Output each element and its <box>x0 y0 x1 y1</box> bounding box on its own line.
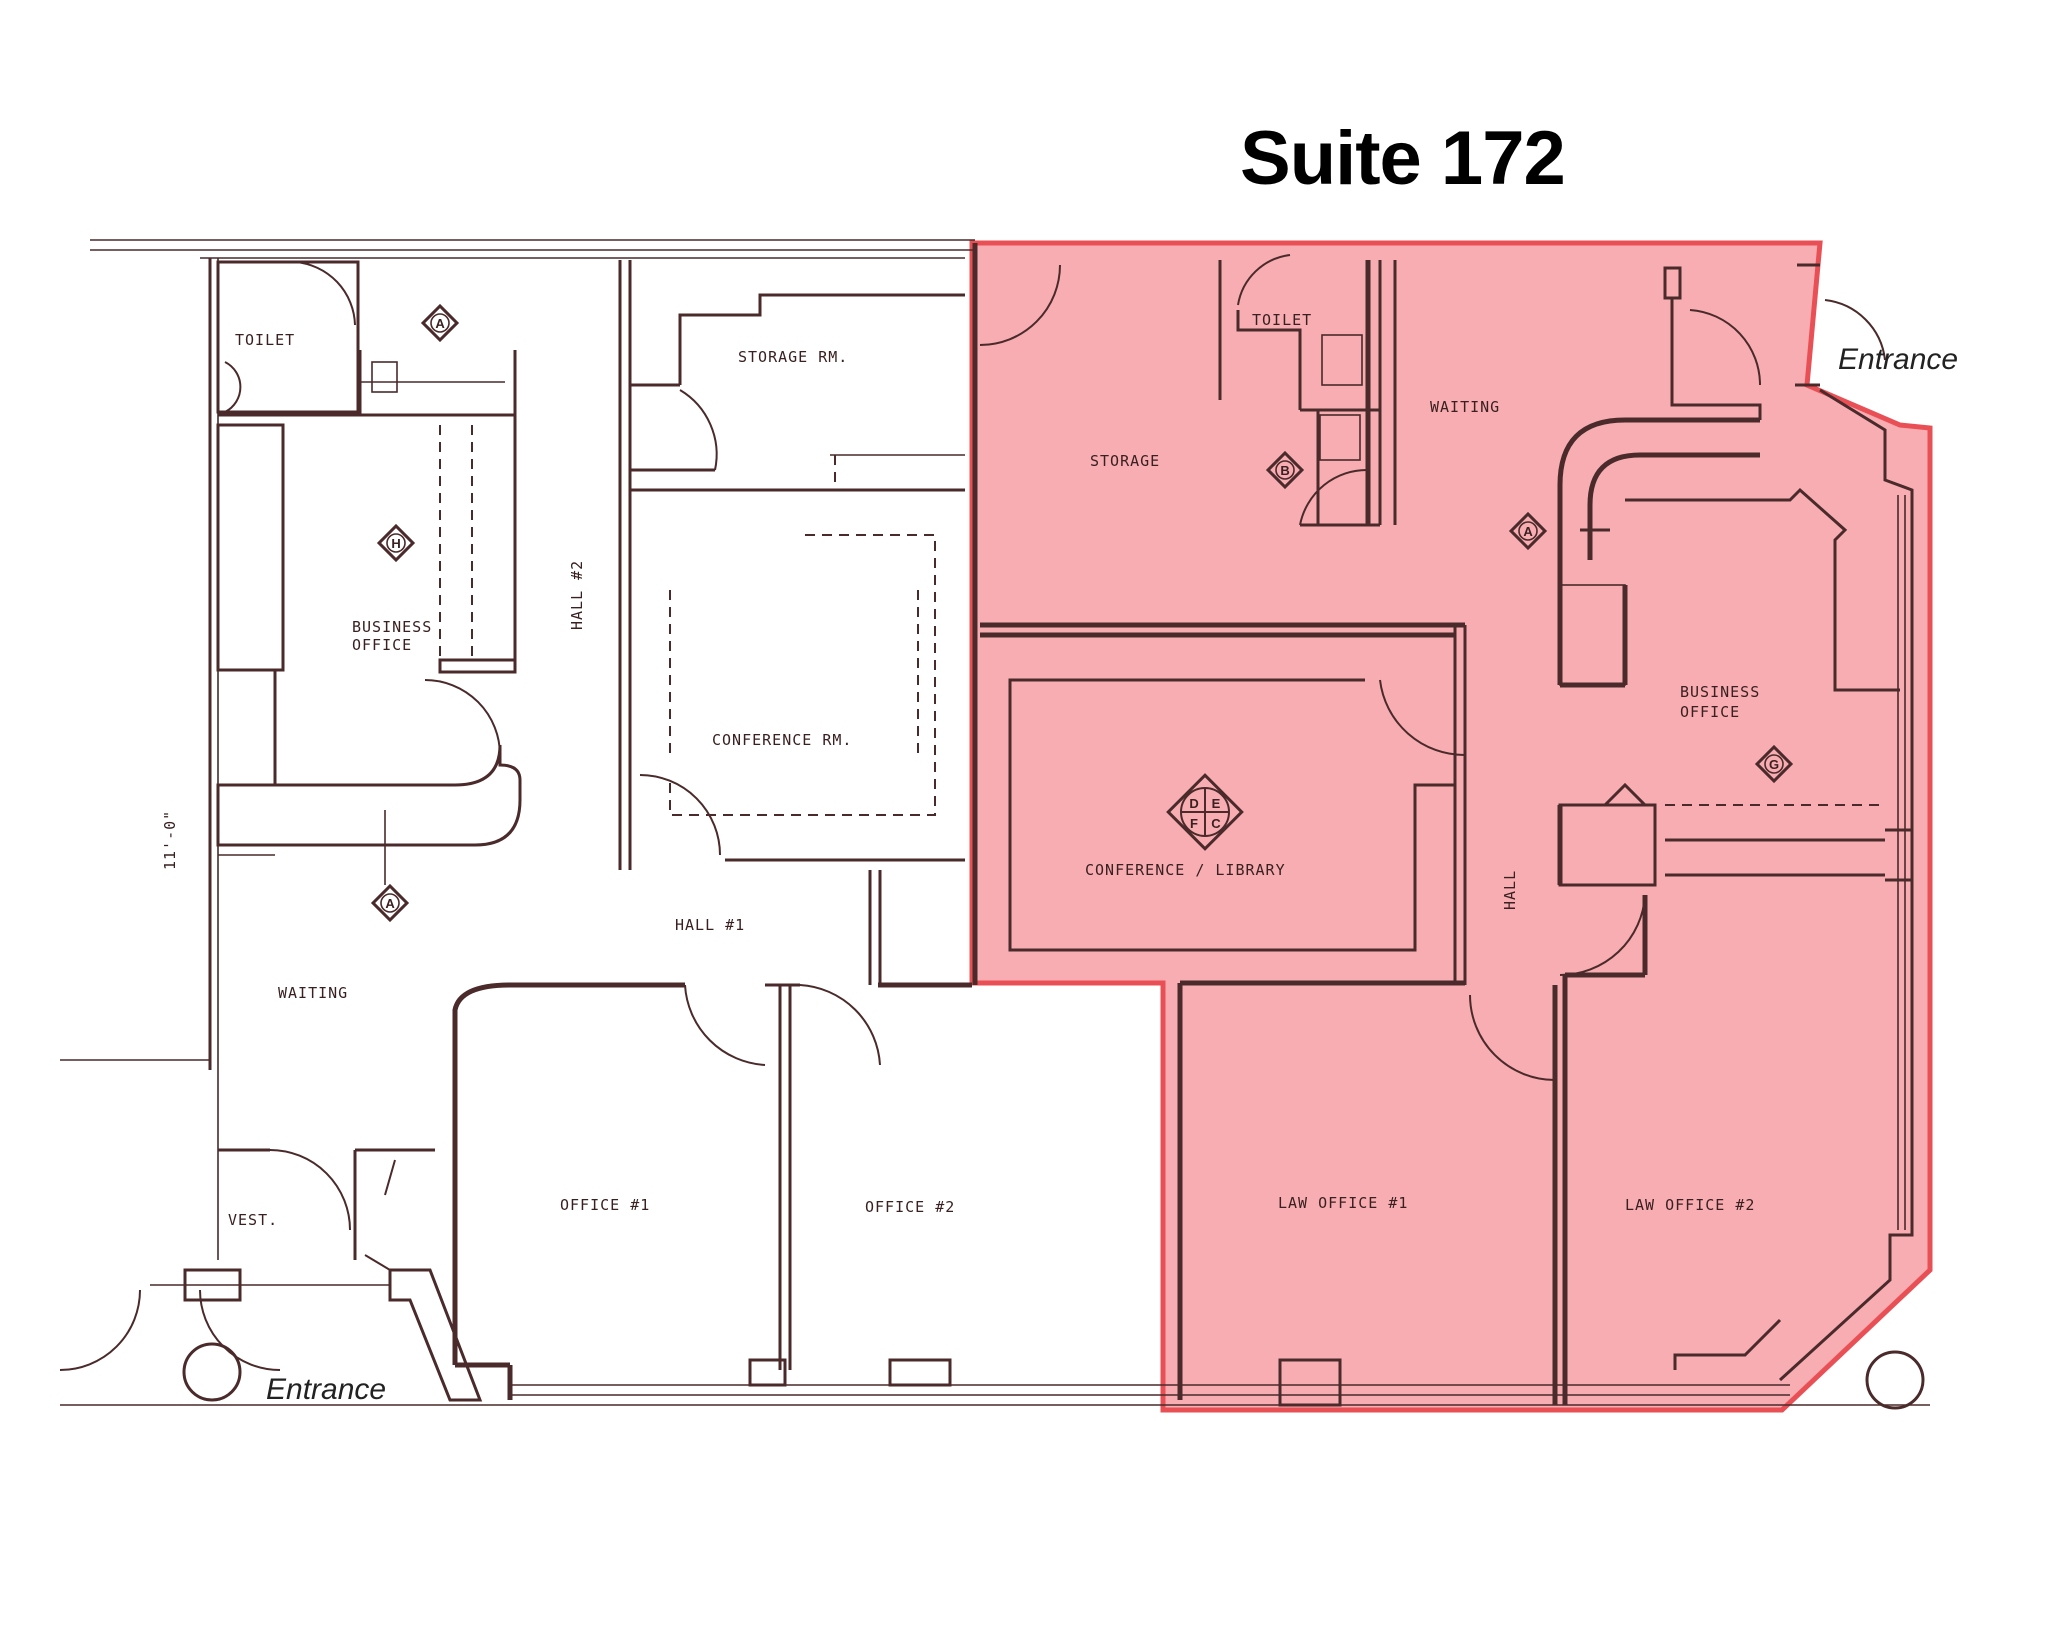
svg-text:A: A <box>385 896 395 911</box>
tag-a-suite: A <box>1508 511 1548 551</box>
svg-text:H: H <box>391 536 400 551</box>
label-storage-rm: STORAGE RM. <box>738 348 848 366</box>
label-business-office-suite-2: OFFICE <box>1680 703 1740 721</box>
tag-g-business: G <box>1754 744 1794 784</box>
label-business-office-left: BUSINESS <box>352 618 432 636</box>
label-conference-library: CONFERENCE / LIBRARY <box>1085 861 1286 879</box>
label-storage-suite: STORAGE <box>1090 452 1160 470</box>
left-room-labels: TOILET STORAGE RM. BUSINESS OFFICE HALL … <box>161 331 955 1229</box>
label-conference-rm: CONFERENCE RM. <box>712 731 852 749</box>
column-left <box>182 1342 242 1402</box>
label-law-office-2: LAW OFFICE #2 <box>1625 1196 1755 1214</box>
entrance-bottom-left-label: Entrance <box>266 1373 387 1406</box>
tag-a-toilet: A <box>420 303 460 343</box>
svg-text:B: B <box>1280 463 1289 478</box>
tag-a-waiting: A <box>370 883 410 923</box>
tag-defc-conference: D E F C <box>1166 773 1244 851</box>
svg-text:F: F <box>1190 816 1198 831</box>
svg-text:A: A <box>1523 524 1533 539</box>
svg-text:C: C <box>1211 816 1221 831</box>
door-swings <box>59 254 1886 1371</box>
column-right <box>1865 1350 1925 1410</box>
entrance-right-label: Entrance <box>1838 343 1959 376</box>
label-hall-1: HALL #1 <box>675 916 745 934</box>
suite-title: Suite 172 <box>1240 116 1566 201</box>
label-office-1: OFFICE #1 <box>560 1196 650 1214</box>
label-dimension: 11'-0" <box>161 810 179 870</box>
label-hall-suite: HALL <box>1501 870 1519 910</box>
label-law-office-1: LAW OFFICE #1 <box>1278 1194 1408 1212</box>
label-vest: VEST. <box>228 1211 278 1229</box>
svg-text:E: E <box>1212 796 1221 811</box>
label-toilet-left: TOILET <box>235 331 295 349</box>
tag-markers: A H A B A G <box>370 303 1794 923</box>
label-business-office-left-2: OFFICE <box>352 636 412 654</box>
suite-172-area[interactable] <box>969 240 1933 1413</box>
label-business-office-suite: BUSINESS <box>1680 683 1760 701</box>
label-waiting-left: WAITING <box>278 984 348 1002</box>
tag-b-storage: B <box>1265 450 1305 490</box>
label-waiting-suite: WAITING <box>1430 398 1500 416</box>
building-walls <box>60 239 1930 1407</box>
tag-h-business: H <box>376 523 416 563</box>
svg-text:G: G <box>1769 757 1779 772</box>
label-toilet-suite: TOILET <box>1252 311 1312 329</box>
svg-text:A: A <box>435 316 445 331</box>
svg-text:D: D <box>1189 796 1198 811</box>
suite-room-labels: TOILET WAITING STORAGE BUSINESS OFFICE C… <box>1085 311 1760 1214</box>
label-office-2: OFFICE #2 <box>865 1198 955 1216</box>
label-hall-2: HALL #2 <box>568 560 586 630</box>
